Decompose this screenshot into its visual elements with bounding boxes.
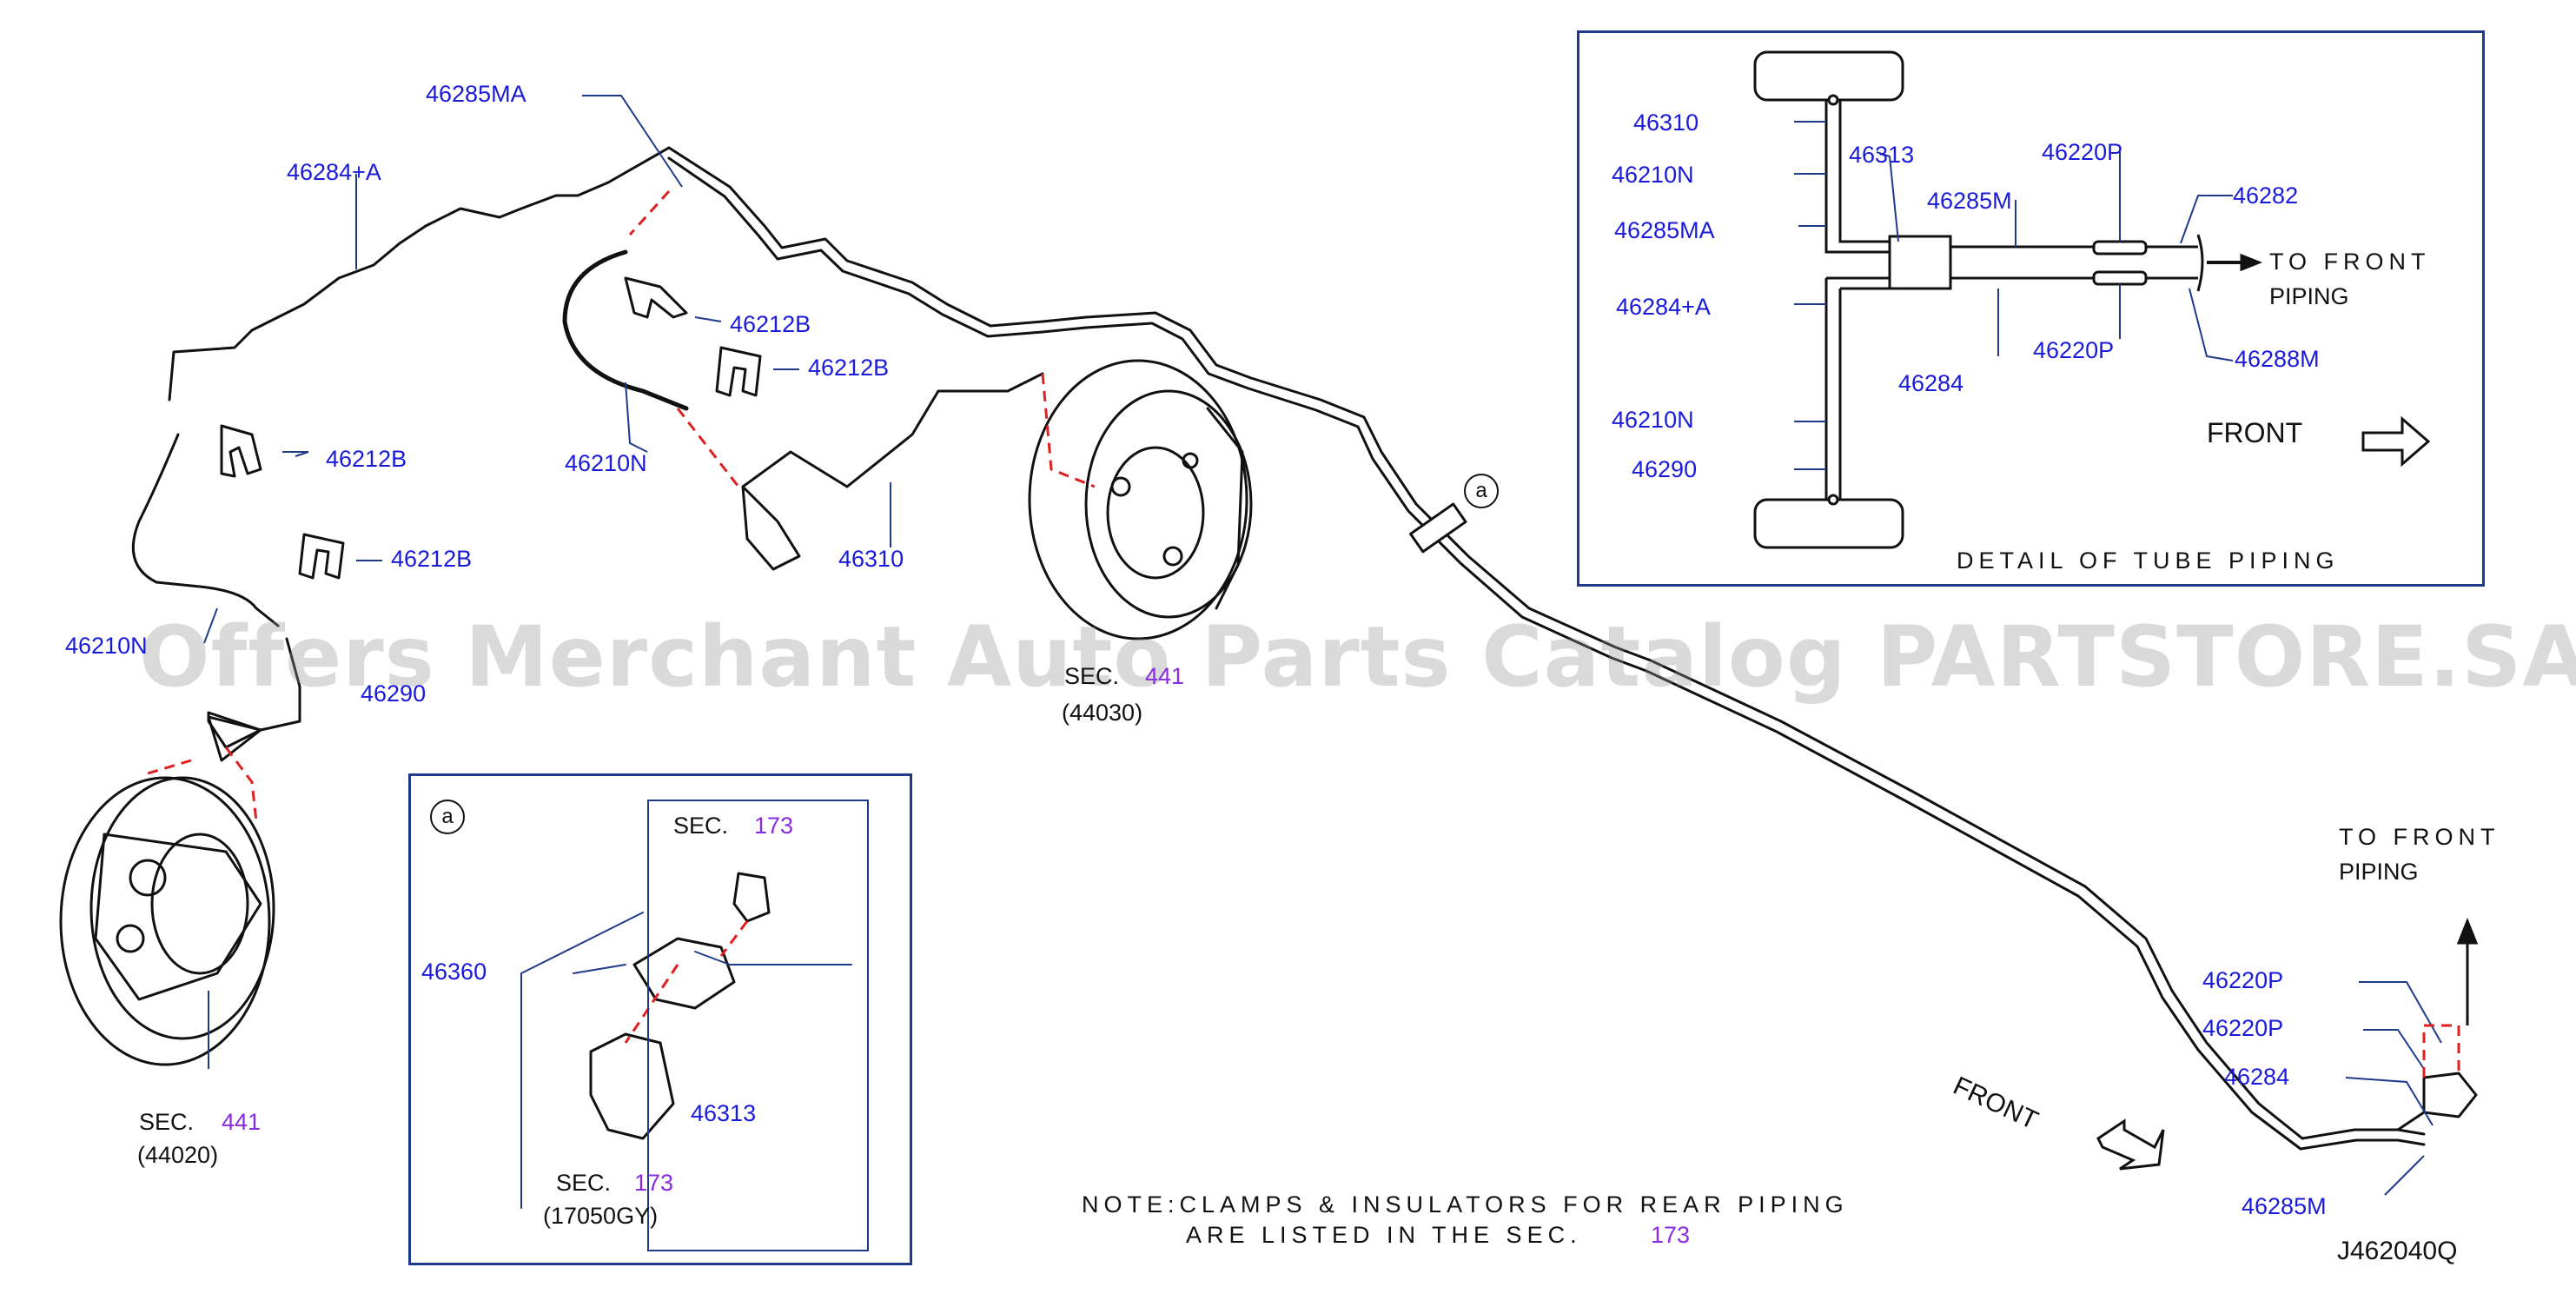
detail-tube-vertical <box>1824 100 1907 500</box>
label-46212b-3: 46212B <box>730 311 811 337</box>
callout-a-inset: a <box>430 800 465 834</box>
detail-46210n-bottom: 46210N <box>1612 407 1694 433</box>
front-arrow-icon <box>2096 1118 2165 1171</box>
sec441-top-code: (44030) <box>1062 700 1143 726</box>
note-sec-number[interactable]: 173 <box>1651 1222 1691 1248</box>
detail-46220p-top: 46220P <box>2042 139 2123 165</box>
detail-46310: 46310 <box>1633 109 1699 136</box>
clip-46212b-2 <box>298 533 345 580</box>
clip-46212b-3 <box>624 276 688 319</box>
sec441-top-prefix: SEC. <box>1064 663 1120 689</box>
detail-front-label: FRONT <box>2207 417 2303 448</box>
detail-46284: 46284 <box>1898 370 1964 396</box>
label-46290: 46290 <box>361 680 427 707</box>
up-arrow-icon <box>2456 917 2479 945</box>
main-brake-tube <box>667 146 2426 1151</box>
sec173-bracket-prefix: SEC. <box>556 1170 612 1196</box>
detail-46282: 46282 <box>2233 182 2299 209</box>
label-46220p-1: 46220P <box>2202 967 2284 993</box>
hose-center <box>562 249 689 411</box>
to-front-piping-line1: TO FRONT <box>2339 824 2500 850</box>
label-46284a: 46284+A <box>287 159 381 185</box>
rear-brake-left <box>59 776 275 1066</box>
detail-46210n-top: 46210N <box>1612 162 1694 188</box>
detail-46313: 46313 <box>1849 142 1915 168</box>
sec441-top-number[interactable]: 441 <box>1145 663 1185 689</box>
label-46310: 46310 <box>838 546 904 572</box>
detail-46288m: 46288M <box>2235 346 2320 372</box>
detail-to-front-line1: TO FRONT <box>2269 249 2431 275</box>
watermark: Offers Merchant Auto Parts Catalog PARTS… <box>139 608 2576 706</box>
detail-front-arrow-icon <box>2361 415 2431 468</box>
label-46284: 46284 <box>2224 1064 2290 1090</box>
sec173-bracket-code: (17050GY) <box>543 1203 659 1229</box>
sec441-left-prefix: SEC. <box>139 1109 195 1135</box>
inset-a-box <box>408 773 912 1265</box>
detail-box <box>1577 30 2485 587</box>
detail-46285m: 46285M <box>1927 188 2012 214</box>
sec441-left-code: (44020) <box>137 1142 219 1168</box>
label-46220p-2: 46220P <box>2202 1015 2284 1041</box>
bracket-sec173 <box>589 1032 675 1140</box>
detail-46285ma: 46285MA <box>1614 217 1715 243</box>
sec173-bracket-number[interactable]: 173 <box>634 1170 674 1196</box>
label-46210n-left: 46210N <box>65 633 148 659</box>
label-46212b-4: 46212B <box>808 355 890 381</box>
clip-46212b-1 <box>220 424 262 478</box>
detail-46290: 46290 <box>1632 456 1698 482</box>
label-46210n: 46210N <box>565 450 647 476</box>
clip-46212b-4 <box>715 346 762 397</box>
to-front-piping-line2: PIPING <box>2339 859 2419 885</box>
sec441-left-number[interactable]: 441 <box>222 1109 262 1135</box>
label-46313: 46313 <box>691 1100 757 1126</box>
note-line1: NOTE:CLAMPS & INSULATORS FOR REAR PIPING <box>1082 1191 1849 1218</box>
rear-brake-center <box>1028 359 1253 640</box>
diagram-code: J462040Q <box>2337 1237 2458 1265</box>
hose-left <box>131 433 280 627</box>
detail-46220p-bottom: 46220P <box>2033 337 2115 363</box>
label-46212b-1: 46212B <box>326 446 407 472</box>
sec173-bolt-number[interactable]: 173 <box>754 813 794 839</box>
label-46285m: 46285M <box>2242 1193 2327 1219</box>
label-46285ma: 46285MA <box>426 81 526 107</box>
note-line2: ARE LISTED IN THE SEC. <box>1186 1222 1582 1248</box>
tube-46284a <box>168 146 671 401</box>
inset-a-inner-box <box>647 800 869 1251</box>
sec173-bolt-prefix: SEC. <box>673 813 729 839</box>
detail-to-front-line2: PIPING <box>2269 283 2349 309</box>
label-46360: 46360 <box>421 959 487 985</box>
rear-junction <box>2422 1072 2478 1118</box>
label-46212b-2: 46212B <box>391 546 473 572</box>
tube-46310 <box>741 372 1044 488</box>
callout-a-main: a <box>1464 474 1499 508</box>
detail-46284a: 46284+A <box>1616 294 1711 320</box>
detail-title: DETAIL OF TUBE PIPING <box>1957 547 2340 574</box>
bolt-sec173 <box>732 872 771 923</box>
